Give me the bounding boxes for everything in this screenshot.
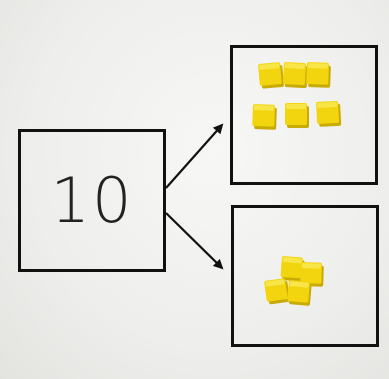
cube: [316, 100, 342, 127]
part-box-bottom: [231, 205, 379, 347]
cube: [252, 104, 277, 130]
cube: [285, 103, 309, 128]
cube: [264, 278, 290, 305]
whole-number-box: 10: [18, 129, 166, 272]
cube: [282, 62, 308, 89]
cube: [280, 256, 305, 282]
arrow-to-top-part: [165, 123, 224, 189]
bottom-part-cubes: [264, 256, 324, 306]
cube: [300, 262, 324, 287]
top-part-cubes: [252, 62, 342, 130]
cube: [258, 62, 284, 89]
arrow-to-bottom-part: [165, 212, 224, 270]
whole-number: 10: [50, 164, 134, 237]
cube: [287, 280, 312, 306]
cube: [306, 62, 331, 88]
part-box-top: [230, 45, 378, 185]
